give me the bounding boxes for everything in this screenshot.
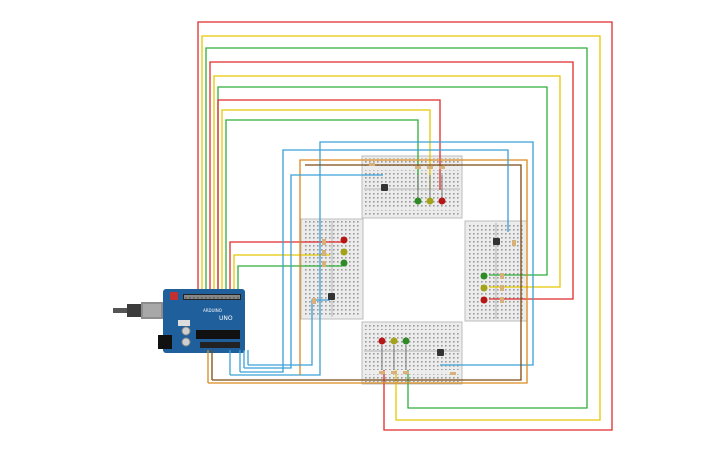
wire-red-outer bbox=[197, 21, 613, 431]
button-bottom bbox=[437, 349, 444, 356]
wire-yellow-outer bbox=[201, 35, 601, 421]
arduino-model-text: UNO bbox=[219, 315, 233, 322]
led-yellow-bottom bbox=[390, 337, 398, 345]
led-red-top bbox=[438, 197, 446, 205]
wire-red-right bbox=[209, 61, 574, 300]
button-right bbox=[493, 238, 500, 245]
button-top bbox=[381, 184, 388, 191]
breadboard-left bbox=[300, 218, 364, 320]
resistor-right-2 bbox=[500, 285, 504, 291]
led-yellow-top bbox=[426, 197, 434, 205]
resistor-top-2 bbox=[427, 166, 433, 169]
resistor-right-3 bbox=[500, 297, 504, 303]
led-yellow-left bbox=[340, 248, 348, 256]
wire-brown-loop bbox=[212, 164, 522, 381]
wire-red-top bbox=[217, 99, 441, 292]
wire-group-inner bbox=[208, 141, 534, 384]
led-yellow-right bbox=[480, 284, 488, 292]
leds-right bbox=[480, 238, 516, 304]
led-red-right bbox=[480, 296, 488, 304]
arduino-board: ARDUINO UNO bbox=[158, 289, 245, 353]
resistor-bottom-3 bbox=[403, 371, 409, 374]
wire-blue-4 bbox=[248, 299, 330, 366]
resistor-right-1 bbox=[500, 273, 504, 279]
led-red-bottom bbox=[378, 337, 386, 345]
wire-blue-3 bbox=[244, 174, 383, 369]
resistor-bottom-2 bbox=[391, 371, 397, 374]
resistor-left-3 bbox=[322, 261, 326, 267]
usb-cable bbox=[113, 302, 163, 319]
resistor-bottom-1 bbox=[379, 371, 385, 374]
button-left bbox=[328, 293, 335, 300]
led-green-top bbox=[414, 197, 422, 205]
wire-blue-loop bbox=[230, 141, 534, 376]
resistor-left-2 bbox=[322, 250, 326, 256]
wire-orange-loop bbox=[208, 159, 528, 384]
breadboard-right bbox=[464, 220, 528, 322]
led-red-left bbox=[340, 236, 348, 244]
wire-green-outer bbox=[205, 47, 588, 409]
led-green-left bbox=[340, 259, 348, 267]
wire-yellow-right bbox=[213, 75, 561, 292]
leds-top bbox=[369, 163, 446, 205]
resistor-top-3 bbox=[439, 166, 445, 169]
leds-left bbox=[312, 236, 348, 304]
arduino-logo-text: ARDUINO bbox=[203, 308, 222, 313]
breadboard-top bbox=[361, 155, 463, 219]
wire-green-top bbox=[225, 119, 419, 292]
led-green-right bbox=[480, 272, 488, 280]
breadboard-bottom bbox=[361, 321, 463, 385]
led-green-bottom bbox=[402, 337, 410, 345]
wire-blue-2 bbox=[240, 149, 509, 373]
wire-group-outer bbox=[197, 21, 613, 431]
resistor-left-1 bbox=[322, 239, 326, 245]
arduino-pin-wires bbox=[207, 350, 249, 383]
leds-bottom bbox=[378, 337, 456, 375]
resistor-top-1 bbox=[415, 166, 421, 169]
